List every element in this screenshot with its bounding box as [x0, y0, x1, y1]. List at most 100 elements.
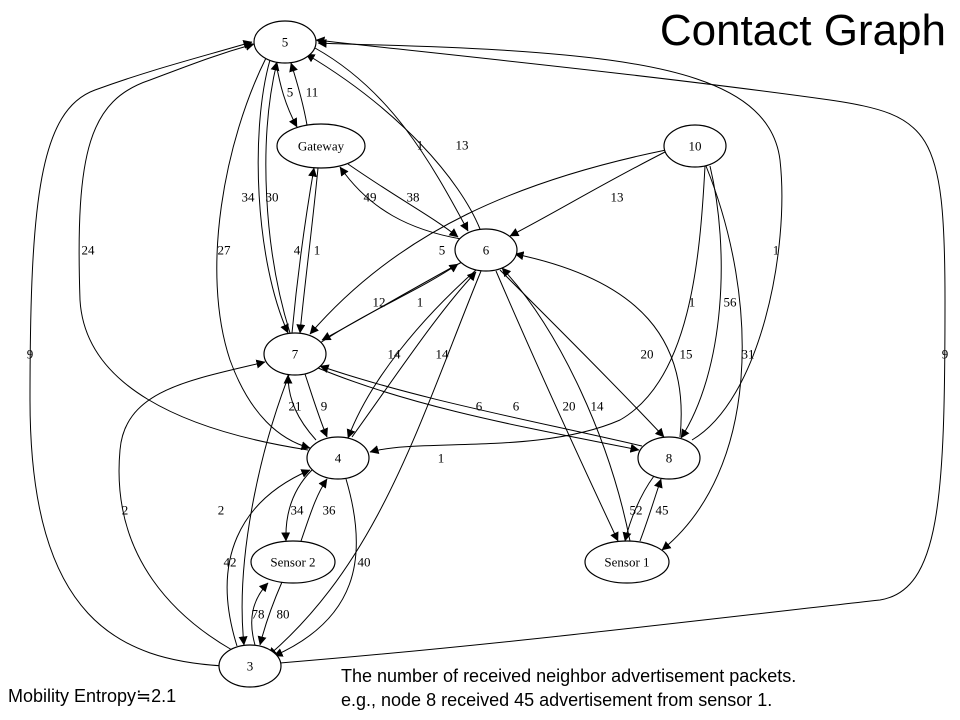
edge-label-n4-to-n6: 14 — [436, 347, 450, 362]
slide-title: Contact Graph — [659, 6, 946, 55]
edge-label-n7-to-n5: 30 — [266, 190, 279, 205]
edge-label-n3-to-n7: 2 — [122, 503, 129, 518]
edge-n5-to-n6 — [314, 47, 469, 232]
edge-n4-to-n7 — [283, 374, 317, 441]
edge-n8-to-n7 — [319, 364, 643, 447]
edge-n10-to-n8 — [680, 165, 722, 439]
edge-n3-to-n7 — [118, 359, 266, 651]
edge-label-n8-to-n5: 1 — [773, 243, 780, 258]
edge-label-ns2-to-n3: 80 — [277, 607, 290, 622]
mobility-entropy-label: Mobility Entropy≒2.1 — [8, 686, 177, 706]
edge-n3-to-n5 — [29, 40, 253, 667]
edge-n6-to-ns1 — [495, 270, 619, 542]
node-n3: 3 — [218, 644, 282, 688]
edge-label-n4-to-ns2: 34 — [291, 503, 305, 518]
edges-layer — [29, 36, 946, 667]
edge-label-ngw-to-n7: 1 — [314, 243, 321, 258]
edge-label-ngw-to-n6: 38 — [407, 190, 420, 205]
edge-n8-to-ns1 — [622, 475, 655, 542]
edge-label-n8-to-n6: 15 — [680, 347, 693, 362]
edge-label-n6-to-ngw: 49 — [364, 190, 377, 205]
edge-n7-to-n3 — [238, 374, 290, 646]
edge-n6-to-n4 — [346, 269, 477, 439]
edge-n8-to-n6 — [514, 251, 682, 438]
node-label: Sensor 1 — [604, 555, 649, 570]
edge-n4-to-n5 — [78, 41, 309, 451]
edge-label-n8-to-n7: 6 — [476, 399, 483, 414]
edge-label-n10-to-n7: 5 — [439, 243, 446, 258]
node-n8: 8 — [637, 436, 701, 480]
node-ellipse — [250, 540, 336, 584]
node-ellipse — [637, 436, 701, 480]
edge-n7-to-ngw — [291, 167, 317, 334]
caption: The number of received neighbor advertis… — [341, 664, 796, 712]
node-label: 8 — [666, 451, 673, 466]
edge-n7-to-n6 — [319, 263, 459, 344]
node-n5: 5 — [253, 20, 317, 64]
edge-n10-to-ns1 — [661, 165, 743, 551]
node-ellipse — [663, 124, 727, 168]
edge-label-n4-to-n3: 40 — [358, 555, 371, 570]
edge-n8-to-n5 — [317, 38, 783, 441]
edge-label-n7-to-ngw: 4 — [294, 243, 301, 258]
edge-n10-to-n6 — [509, 151, 666, 237]
edge-label-n10-to-n8: 56 — [724, 295, 738, 310]
node-ellipse — [584, 540, 670, 584]
node-ns1: Sensor 1 — [584, 540, 670, 584]
edge-label-n7-to-n6: 1 — [417, 295, 424, 310]
node-n6: 6 — [454, 228, 518, 272]
edge-n3-to-n4 — [226, 469, 311, 647]
edge-n7-to-n4 — [304, 373, 328, 438]
node-ellipse — [218, 644, 282, 688]
edge-label-n7-to-n8: 6 — [513, 399, 520, 414]
edge-n6-to-ngw — [339, 166, 462, 240]
edge-label-n5-to-ngw: 5 — [287, 85, 294, 100]
node-ellipse — [306, 436, 370, 480]
edge-n10-to-n4 — [369, 165, 706, 455]
edge-label-n10-to-n6: 13 — [611, 190, 624, 205]
edge-label-n6-to-n8: 20 — [641, 347, 654, 362]
edge-label-n3-to-n5: 9 — [942, 347, 949, 362]
edge-n7-to-n5 — [265, 61, 291, 334]
edge-label-n4-to-n7: 21 — [289, 399, 302, 414]
edge-label-n7-to-n3: 2 — [218, 503, 225, 518]
node-ns2: Sensor 2 — [250, 540, 336, 584]
edge-n6-to-n5 — [305, 53, 481, 230]
edge-label-n5-to-n4: 27 — [218, 243, 232, 258]
node-label: 6 — [483, 243, 490, 258]
node-label: Sensor 2 — [270, 555, 315, 570]
edge-n4-to-n6 — [351, 271, 477, 438]
caption-line-1: The number of received neighbor advertis… — [341, 666, 797, 686]
edge-n5-to-n4 — [216, 57, 311, 451]
edge-label-n10-to-ns1: 31 — [742, 347, 755, 362]
edge-ns2-to-n4 — [300, 478, 328, 542]
node-ellipse — [253, 20, 317, 64]
node-label: 7 — [292, 347, 299, 362]
node-label: Gateway — [298, 139, 345, 154]
edge-n6-to-n3 — [267, 270, 482, 657]
edge-n4-to-n3 — [273, 478, 357, 657]
edge-ns1-to-n8 — [639, 478, 663, 542]
edge-ns1-to-n6 — [501, 267, 631, 542]
edge-label-ns1-to-n8: 45 — [656, 503, 669, 518]
edge-label-ns1-to-n6: 14 — [591, 399, 605, 414]
edge-ngw-to-n6 — [347, 163, 459, 238]
edge-n3-to-n5 — [279, 36, 946, 664]
node-n4: 4 — [306, 436, 370, 480]
edge-label-n3-to-n4: 42 — [224, 555, 237, 570]
caption-line-2: e.g., node 8 received 45 advertisement f… — [341, 690, 773, 710]
node-ngw: Gateway — [276, 123, 366, 169]
edge-label-n8-to-ns1: 52 — [630, 503, 643, 518]
edge-label-n3-to-ns2: 78 — [252, 607, 265, 622]
edge-label-n4-to-n5: 24 — [82, 243, 96, 258]
edge-label-n3-to-n5: 9 — [27, 347, 34, 362]
edge-n10-to-n7 — [309, 149, 667, 335]
node-ellipse — [454, 228, 518, 272]
node-ellipse — [263, 332, 327, 376]
node-label: 5 — [282, 35, 289, 50]
edge-label-n6-to-n7: 12 — [373, 295, 386, 310]
edge-label-n10-to-n4: 1 — [689, 295, 696, 310]
